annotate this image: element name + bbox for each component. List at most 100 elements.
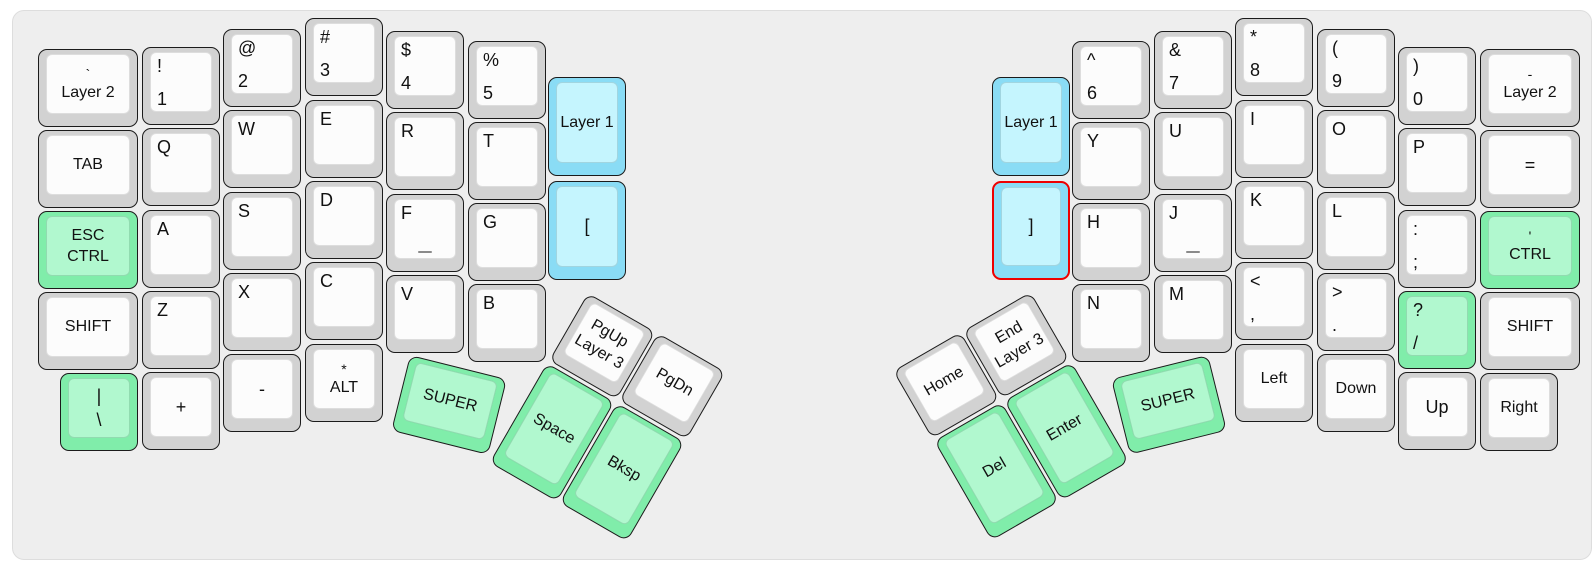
keycap-top: @2 — [231, 34, 293, 94]
key-i[interactable]: I — [1235, 100, 1313, 178]
key-star-alt[interactable]: *ALT — [305, 344, 383, 422]
key-labels: TAB — [47, 136, 129, 194]
key-star-8[interactable]: *8 — [1235, 18, 1313, 96]
key-grave-layer2[interactable]: `Layer 2 — [38, 49, 138, 127]
key-labels: - — [232, 360, 292, 418]
key-labels: B — [477, 290, 537, 348]
key-label: ( — [1332, 38, 1338, 58]
key-labels: T — [477, 128, 537, 186]
key-x[interactable]: X — [223, 273, 301, 351]
key-d[interactable]: D — [305, 181, 383, 259]
key-question-slash[interactable]: ?/ — [1398, 291, 1476, 369]
key-super-left[interactable]: SUPER — [391, 355, 508, 455]
key-arrow-down[interactable]: Down — [1317, 354, 1395, 432]
key-y[interactable]: Y — [1072, 122, 1150, 200]
key-colon-semicolon[interactable]: :; — [1398, 210, 1476, 288]
keycap-top: Layer 1 — [556, 82, 618, 163]
key-equals[interactable]: = — [1480, 130, 1580, 208]
key-shift-left[interactable]: SHIFT — [38, 292, 138, 370]
key-left-bracket[interactable]: [ — [548, 181, 626, 280]
key-labels: = — [1489, 136, 1571, 194]
keycap-top: <, — [1243, 267, 1305, 327]
key-label: Down — [1335, 380, 1377, 398]
key-paren-9[interactable]: (9 — [1317, 29, 1395, 107]
key-label: PgDn — [652, 365, 697, 400]
key-q[interactable]: Q — [142, 128, 220, 206]
key-n[interactable]: N — [1072, 284, 1150, 362]
key-p[interactable]: P — [1398, 128, 1476, 206]
key-w[interactable]: W — [223, 110, 301, 188]
key-minus[interactable]: - — [223, 354, 301, 432]
keycap-top: `Layer 2 — [46, 54, 130, 114]
key-hash-3[interactable]: #3 — [305, 18, 383, 96]
key-labels: P — [1407, 134, 1467, 192]
key-right-bracket[interactable]: ] — [992, 181, 1070, 280]
key-arrow-left[interactable]: Left — [1235, 344, 1313, 422]
key-label: / — [1413, 332, 1419, 353]
key-label: ESC — [71, 226, 105, 244]
key-j[interactable]: J — [1154, 194, 1232, 272]
keycap-top: U — [1162, 117, 1224, 177]
key-label: SHIFT — [64, 318, 112, 336]
keycap-top: SHIFT — [1488, 297, 1572, 357]
key-pipe-backslash[interactable]: |\ — [60, 373, 138, 451]
key-label: < — [1250, 271, 1261, 291]
key-arrow-right[interactable]: Right — [1480, 373, 1558, 451]
key-layer1-left[interactable]: Layer 1 — [548, 77, 626, 176]
keycap-top: -Layer 2 — [1488, 54, 1572, 114]
key-t[interactable]: T — [468, 122, 546, 200]
key-labels: 'CTRL — [1489, 217, 1571, 275]
key-amp-7[interactable]: &7 — [1154, 31, 1232, 109]
key-s[interactable]: S — [223, 192, 301, 270]
key-less-comma[interactable]: <, — [1235, 262, 1313, 340]
key-label: ? — [1413, 300, 1424, 320]
key-l[interactable]: L — [1317, 192, 1395, 270]
keycap-top: F — [394, 199, 456, 259]
key-r[interactable]: R — [386, 112, 464, 190]
key-arrow-up[interactable]: Up — [1398, 372, 1476, 450]
key-e[interactable]: E — [305, 100, 383, 178]
key-labels: O — [1326, 116, 1386, 174]
key-quote-ctrl[interactable]: 'CTRL — [1480, 211, 1580, 289]
key-layer1-right[interactable]: Layer 1 — [992, 77, 1070, 176]
key-labels: :; — [1407, 216, 1467, 274]
key-o[interactable]: O — [1317, 110, 1395, 188]
key-labels: *ALT — [314, 350, 374, 408]
key-plus[interactable]: + — [142, 372, 220, 450]
key-label: U — [1169, 121, 1182, 141]
key-b[interactable]: B — [468, 284, 546, 362]
key-labels: `Layer 2 — [47, 55, 129, 113]
key-label: M — [1169, 284, 1184, 304]
key-labels: K — [1244, 187, 1304, 245]
key-labels: A — [151, 216, 211, 274]
key-dollar-4[interactable]: $4 — [386, 31, 464, 109]
key-labels: ?/ — [1407, 297, 1467, 355]
key-label: Right — [1500, 399, 1538, 417]
key-labels: Y — [1081, 128, 1141, 186]
key-percent-5[interactable]: %5 — [468, 41, 546, 119]
key-paren-0[interactable]: )0 — [1398, 47, 1476, 125]
key-m[interactable]: M — [1154, 275, 1232, 353]
key-g[interactable]: G — [468, 203, 546, 281]
key-minus-layer2[interactable]: -Layer 2 — [1480, 49, 1580, 127]
key-u[interactable]: U — [1154, 112, 1232, 190]
key-c[interactable]: C — [305, 262, 383, 340]
key-exclam-1[interactable]: !1 — [142, 47, 220, 125]
key-caret-6[interactable]: ^6 — [1072, 41, 1150, 119]
key-label: Left — [1260, 370, 1288, 388]
key-label: ` — [85, 65, 91, 82]
key-at-2[interactable]: @2 — [223, 29, 301, 107]
key-v[interactable]: V — [386, 275, 464, 353]
key-labels: + — [151, 378, 211, 436]
key-a[interactable]: A — [142, 210, 220, 288]
key-f[interactable]: F — [386, 194, 464, 272]
key-shift-right[interactable]: SHIFT — [1480, 292, 1580, 370]
key-greater-period[interactable]: >. — [1317, 273, 1395, 351]
key-h[interactable]: H — [1072, 203, 1150, 281]
key-k[interactable]: K — [1235, 181, 1313, 259]
key-z[interactable]: Z — [142, 291, 220, 369]
key-super-right[interactable]: SUPER — [1111, 354, 1227, 455]
key-label: 5 — [483, 82, 494, 103]
key-tab[interactable]: TAB — [38, 130, 138, 208]
